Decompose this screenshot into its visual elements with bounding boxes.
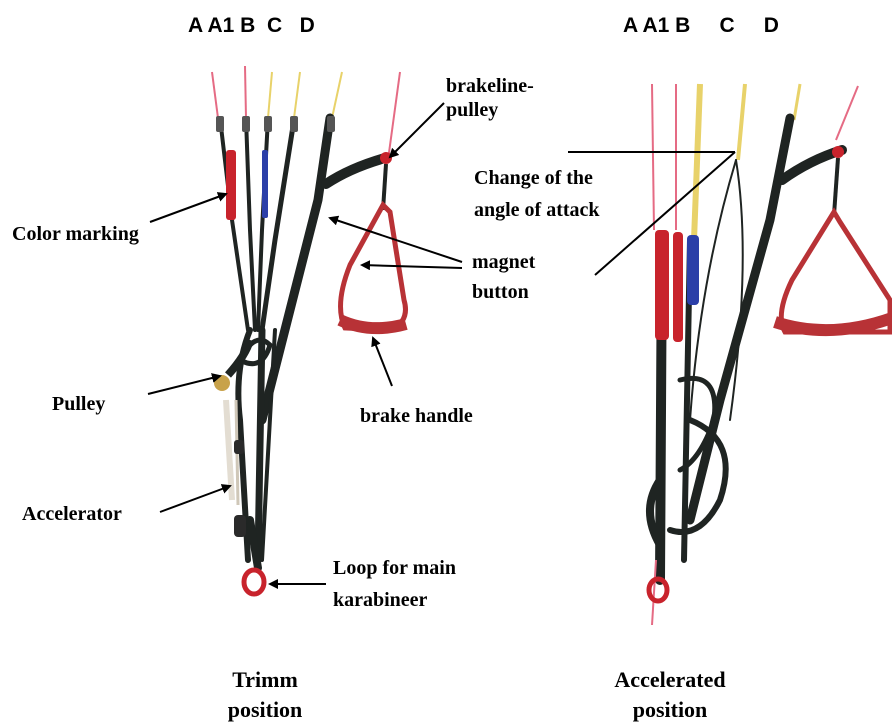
- label-brakeline-pulley-2: pulley: [446, 98, 498, 122]
- magnet-button-arrow-2: [362, 265, 462, 268]
- accelerator-arrow: [160, 486, 230, 512]
- red-marking-right: [655, 230, 669, 340]
- brake-handle-arrow: [373, 338, 392, 386]
- caption-trimm-line2: position: [190, 695, 340, 725]
- riser-letters-right: A A1 B C D: [623, 14, 779, 38]
- brakeline-pulley-arrow: [390, 103, 444, 157]
- main-loop-left: [244, 570, 264, 594]
- label-angle-2: angle of attack: [474, 198, 600, 222]
- label-color-marking: Color marking: [12, 222, 139, 246]
- red-marking: [226, 150, 236, 220]
- riser-letters-left: A A1 B C D: [188, 14, 315, 38]
- label-loop-2: karabineer: [333, 588, 427, 612]
- blue-marking: [262, 150, 268, 218]
- pulley-arrow: [148, 376, 220, 394]
- blue-marking-right: [687, 235, 699, 305]
- label-brake-handle: brake handle: [360, 404, 473, 428]
- upper-lines-left: [212, 66, 400, 160]
- label-accelerator: Accelerator: [22, 502, 122, 526]
- label-loop-1: Loop for main: [333, 556, 456, 580]
- caption-accelerated-line2: position: [580, 695, 760, 725]
- label-pulley: Pulley: [52, 392, 105, 416]
- webbing-left: [220, 118, 385, 568]
- brake-handle-right: [781, 212, 890, 332]
- accelerated-riser-set: [568, 84, 892, 625]
- caption-accelerated: Accelerated position: [580, 665, 760, 725]
- callout-arrows: [148, 103, 462, 584]
- label-angle-1: Change of the: [474, 166, 593, 190]
- color-marking-arrow: [150, 194, 226, 222]
- label-brakeline-pulley-1: brakeline-: [446, 74, 534, 98]
- caption-trimm-line1: Trimm: [190, 665, 340, 695]
- trimm-riser-set: [212, 66, 406, 594]
- caption-accelerated-line1: Accelerated: [580, 665, 760, 695]
- label-magnet-button-1: magnet: [472, 250, 535, 274]
- brakeline-pulley-left: [380, 152, 392, 164]
- label-magnet-button-2: button: [472, 280, 529, 304]
- caption-trimm: Trimm position: [190, 665, 340, 725]
